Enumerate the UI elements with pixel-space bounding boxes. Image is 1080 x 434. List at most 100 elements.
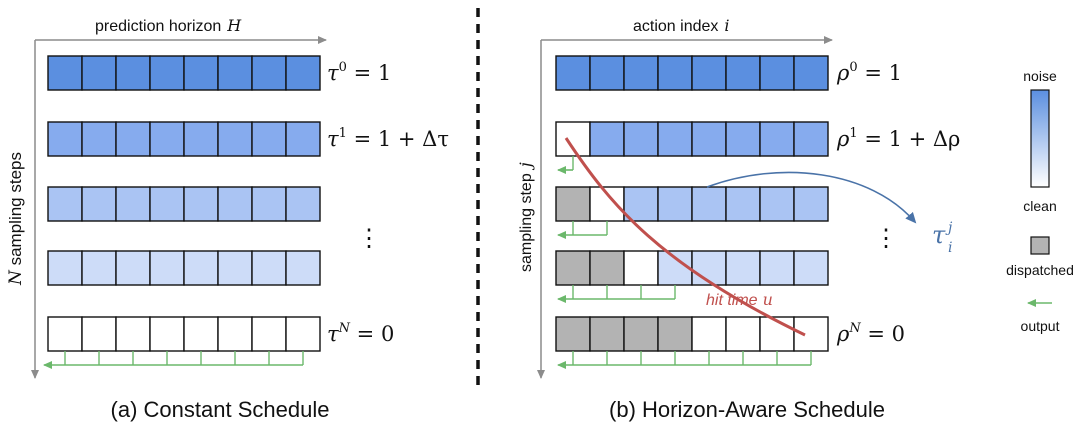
- panel-a-row-4: [47, 316, 321, 352]
- panel-a-y-axis-text: sampling steps: [6, 152, 25, 270]
- panel-b-cell: [623, 186, 659, 222]
- panel-a-cell: [47, 250, 83, 286]
- panel-b-cell-dispatched: [589, 316, 625, 352]
- panel-a-y-axis-var: N: [6, 269, 26, 286]
- panel-b-cell: [589, 121, 625, 157]
- panel-b-row-label-superscript: 1: [849, 126, 857, 141]
- panel-b-row-3: [555, 250, 829, 286]
- panel-b-row-label-value: = 1 + Δρ: [858, 127, 961, 151]
- panel-b-output-row-3: [557, 285, 676, 303]
- panel-a-x-axis-var: H: [226, 16, 242, 35]
- legend-clean-label: clean: [1023, 198, 1056, 214]
- panel-a-cell: [183, 121, 219, 157]
- panel-a-cell: [217, 316, 253, 352]
- panel-b-cell-clean: [793, 316, 829, 352]
- panel-b-cell-clean: [691, 316, 727, 352]
- panel-a-cell: [149, 250, 185, 286]
- panel-b-cell: [793, 121, 829, 157]
- legend-noise-label: noise: [1023, 68, 1057, 84]
- tau-arrow: [706, 171, 917, 224]
- panel-b-cell: [725, 186, 761, 222]
- panel-a-cell: [81, 186, 117, 222]
- panel-b-cell: [759, 250, 795, 286]
- panel-a-cell: [81, 55, 117, 91]
- panel-b-row-4: [555, 316, 829, 352]
- panel-b-cell: [555, 55, 591, 91]
- panel-b-cell: [623, 121, 659, 157]
- legend-dispatched-label: dispatched: [1006, 262, 1074, 278]
- panel-a-row-1: [47, 121, 321, 157]
- panel-a-cell: [47, 186, 83, 222]
- panel-b-cell-dispatched: [623, 316, 659, 352]
- panel-a-row-label-symbol: τ: [327, 322, 339, 346]
- panel-b-cell: [589, 55, 625, 91]
- hit-time-curve: [564, 137, 806, 337]
- panel-b-row-label-4: ρN = 0: [836, 321, 905, 346]
- panel-a-x-axis-text: prediction horizon: [95, 18, 221, 35]
- panel-a-cell: [217, 55, 253, 91]
- tau-subscript: i: [948, 240, 952, 256]
- hit-time-text: hit time: [706, 292, 758, 309]
- panel-b-cell: [657, 121, 693, 157]
- panel-b-row-0: [555, 55, 829, 91]
- panel-a-cell: [285, 55, 321, 91]
- hit-time-var: u: [763, 290, 773, 309]
- panel-a-cell: [47, 55, 83, 91]
- panel-a-cell: [115, 186, 151, 222]
- panel-a-cell: [149, 186, 185, 222]
- panel-b-row-label-value: = 1: [858, 61, 902, 85]
- panel-a-row-label-superscript: 0: [339, 60, 347, 75]
- panel-a-cell: [217, 121, 253, 157]
- panel-a-cell: [251, 121, 287, 157]
- panel-b-row-label-symbol: ρ: [836, 322, 850, 346]
- panel-a-ellipsis: ⋮: [357, 224, 381, 252]
- panel-b-cell: [793, 55, 829, 91]
- panel-a-cell: [47, 316, 83, 352]
- panel-a-row-label-symbol: τ: [327, 61, 339, 85]
- panel-a-cell: [149, 55, 185, 91]
- hit-time-label: hit time u: [706, 290, 773, 309]
- panel-a-row-0: [47, 55, 321, 91]
- panel-b-cell: [691, 186, 727, 222]
- panel-b-row-label-symbol: ρ: [836, 61, 850, 85]
- panel-b-cell: [691, 55, 727, 91]
- legend-gradient-bar: [1030, 89, 1050, 188]
- panel-b-cell: [759, 121, 795, 157]
- panel-b-cell-clean: [725, 316, 761, 352]
- panel-b-cell: [725, 121, 761, 157]
- panel-a-cell: [183, 186, 219, 222]
- panel-b-cell: [691, 250, 727, 286]
- panel-b-y-axis-label: sampling stepj: [516, 162, 535, 272]
- panel-a-cell: [81, 250, 117, 286]
- panel-b-row-label-0: ρ0 = 1: [836, 60, 902, 85]
- panel-b-ellipsis: ⋮: [874, 224, 898, 252]
- panel-b-output-row-4: [557, 351, 812, 369]
- panel-a-cell: [149, 316, 185, 352]
- panel-b-cell: [725, 250, 761, 286]
- panel-a-cell: [251, 55, 287, 91]
- panel-a-cell: [183, 250, 219, 286]
- panel-a-cell: [115, 121, 151, 157]
- panel-a-cell: [251, 186, 287, 222]
- panel-b-x-axis-var: i: [724, 16, 729, 35]
- panel-b-row-2: [555, 186, 829, 222]
- panel-a-cell: [285, 250, 321, 286]
- panel-b-cell: [657, 55, 693, 91]
- legend: noise clean dispatched output: [1006, 68, 1074, 334]
- panel-a-row-label-value: = 1: [347, 61, 391, 85]
- panel-a-cell: [47, 121, 83, 157]
- panel-a-row-label-superscript: N: [338, 321, 351, 336]
- panel-a-x-axis-label: prediction horizon H: [95, 16, 242, 35]
- panel-b-cell-dispatched: [555, 250, 591, 286]
- panel-b-row-label-value: = 0: [861, 322, 905, 346]
- panel-a-row-label-value: = 0: [350, 322, 394, 346]
- panel-b-cell: [657, 186, 693, 222]
- panel-b-y-axis-var: j: [516, 162, 535, 170]
- panel-b-cell-clean: [623, 250, 659, 286]
